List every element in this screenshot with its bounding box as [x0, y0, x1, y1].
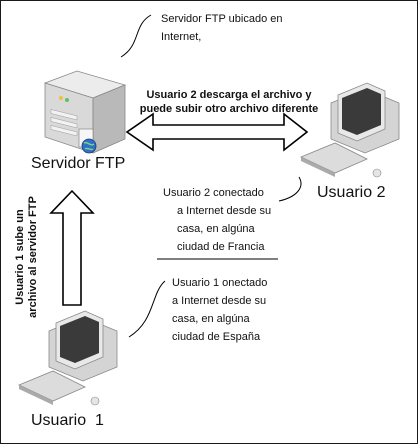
user2-note-connector	[278, 176, 302, 202]
user2-note-line: a Internet desde su	[177, 205, 272, 217]
user2-label: Usuario 2	[317, 184, 386, 201]
upload-note-line: archivo al servidor FTP	[27, 196, 39, 318]
user1-label: Usuario 1	[31, 412, 104, 429]
server-label: Servidor FTP	[31, 155, 126, 172]
user2-note-line: Usuario 2 conectado	[163, 187, 264, 199]
user1-note-line: a Internet desde su	[172, 295, 267, 307]
user1-note-line: Usuario 1 onectado	[172, 277, 268, 289]
computer-icon	[18, 310, 118, 406]
server-icon	[43, 70, 127, 154]
user2-note-line: casa, en algúna	[177, 223, 255, 235]
user1-note-line: casa, en algúna	[172, 313, 250, 325]
user1-note-connector	[128, 280, 166, 338]
upload-note: Usuario 1 sube un archivo al servidor FT…	[14, 187, 40, 327]
download-note-line: Usuario 2 descarga el archivo y	[146, 89, 312, 101]
server-note: Servidor FTP ubicado en Internet,	[161, 10, 282, 46]
user2-note: Usuario 2 conectado a Internet desde su …	[163, 184, 271, 256]
globe-icon	[81, 138, 97, 154]
computer-icon	[300, 82, 400, 178]
upload-note-line: Usuario 1 sube un	[14, 209, 26, 305]
user1-note: Usuario 1 onectado a Internet desde su c…	[172, 274, 267, 346]
server-note-line: Servidor FTP ubicado en	[161, 13, 283, 25]
upload-arrow	[49, 189, 95, 306]
user1-note-line: ciudad de España	[172, 331, 261, 343]
download-arrow	[125, 112, 309, 152]
download-note: Usuario 2 descarga el archivo y puede su…	[129, 88, 329, 116]
server-note-connector	[120, 14, 152, 58]
server-note-line: Internet,	[161, 31, 202, 43]
user2-note-line: ciudad de Francia	[177, 241, 265, 253]
download-note-line: puede subir otro archivo diferente	[139, 103, 319, 115]
